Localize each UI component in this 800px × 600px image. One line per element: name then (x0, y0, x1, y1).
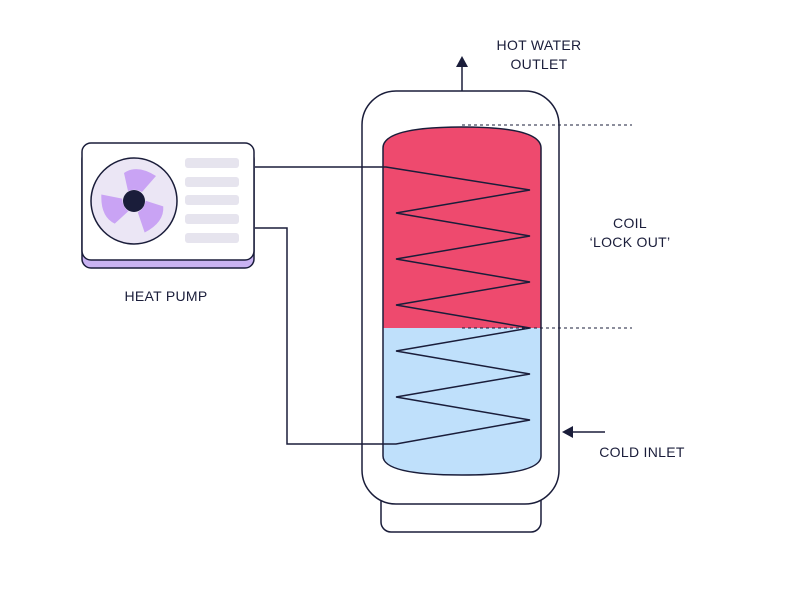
arrow-left-icon (562, 426, 605, 438)
cold-inlet-label: COLD INLET (599, 444, 685, 460)
coil-lockout-label-line1: COIL (613, 215, 647, 231)
heat-pump-label: HEAT PUMP (124, 288, 208, 304)
heat-pump-icon (81, 142, 255, 269)
fan-icon (90, 157, 178, 245)
cylinder (361, 90, 560, 533)
coil-lockout-label-line2: ‘LOCK OUT’ (589, 234, 671, 250)
arrow-up-icon (456, 56, 468, 91)
hot-water-zone (383, 127, 541, 328)
cold-water-zone (383, 328, 541, 475)
hot-water-outlet-label: HOT WATER OUTLET (482, 36, 596, 74)
vent-slats (185, 158, 239, 243)
inner-tank-outline (382, 126, 542, 476)
hot-water-outlet-label-line2: OUTLET (510, 56, 568, 72)
hot-water-outlet-label-line1: HOT WATER (496, 37, 582, 53)
coil-lockout-label: COIL ‘LOCK OUT’ (575, 214, 685, 252)
fan-hub (123, 190, 145, 212)
